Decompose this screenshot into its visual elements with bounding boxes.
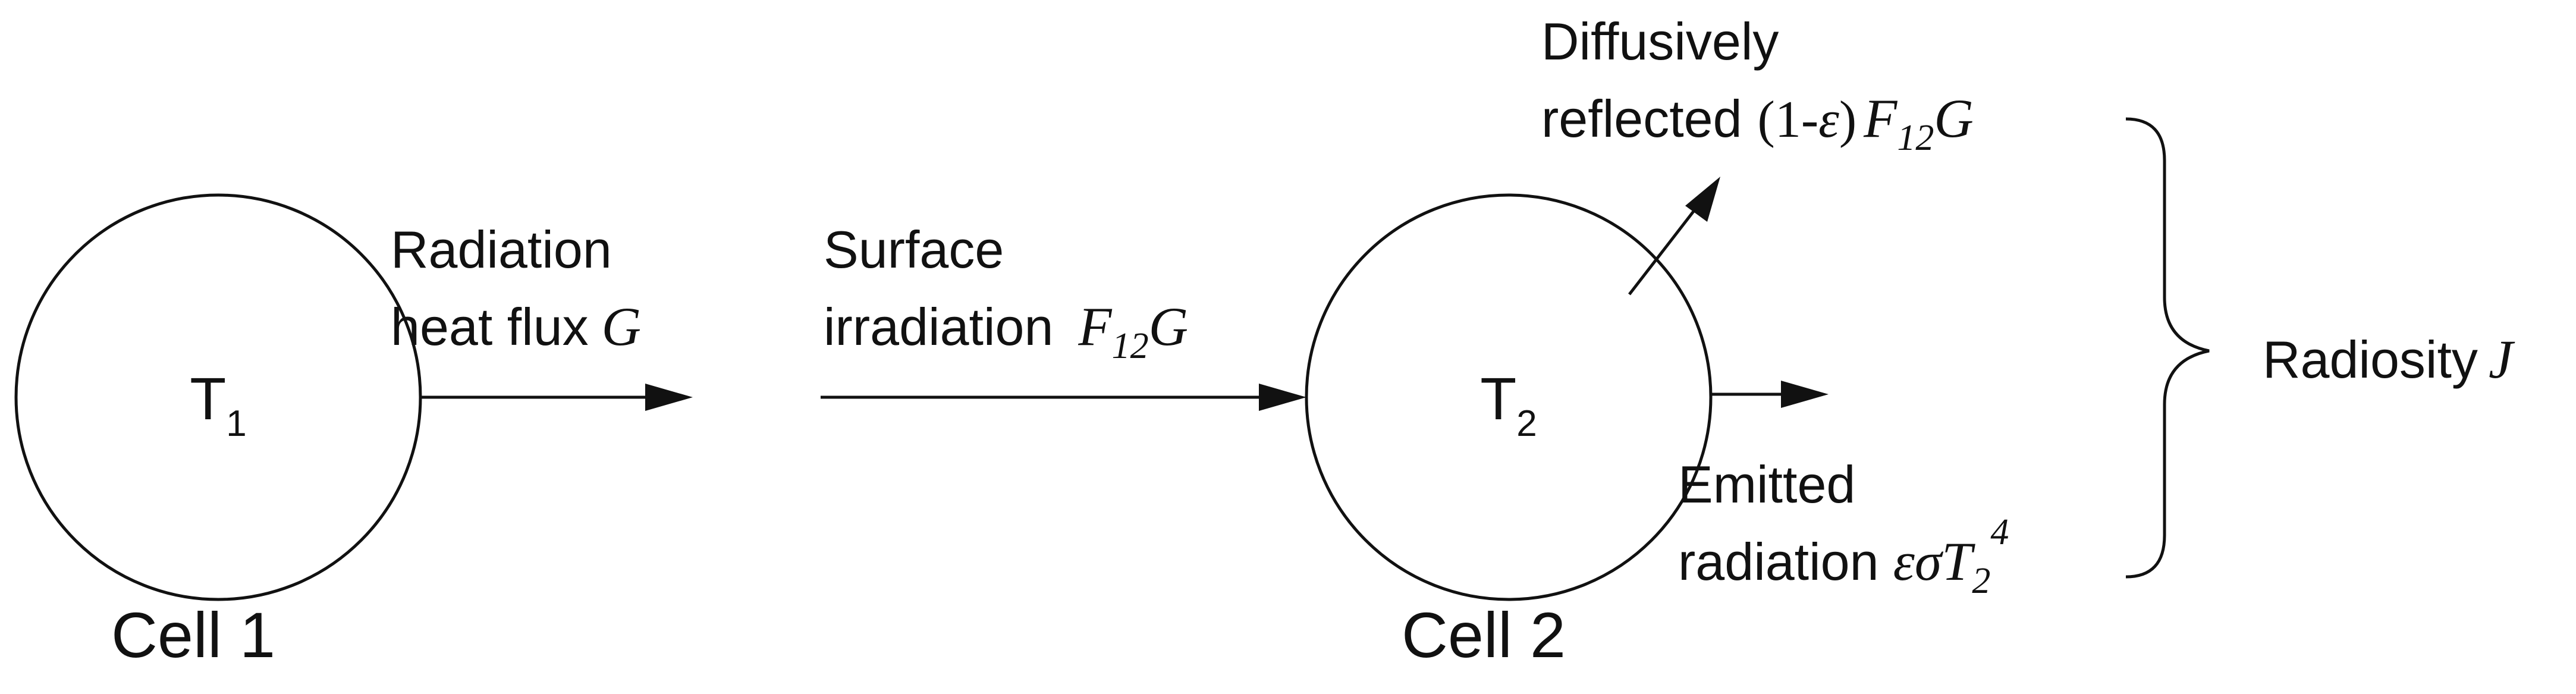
radiation-flux-arrowhead [645, 384, 693, 411]
reflected-arrowhead [1685, 177, 1720, 222]
emitted-label-line1: Emitted [1678, 455, 1855, 514]
emitted-arrowhead [1781, 381, 1829, 408]
surface-irradiation-arrowhead [1259, 384, 1306, 411]
grouping-brace [2125, 117, 2210, 579]
cell-1-temperature: T1 [190, 366, 247, 444]
radiosity-symbol: J [2489, 329, 2515, 390]
reflected-arrow-line [1628, 204, 1699, 296]
cell-1-label: Cell 1 [111, 599, 275, 671]
surface-irradiation-label-line1: Surface [824, 220, 1004, 279]
cell-2-label: Cell 2 [1402, 599, 1566, 671]
reflected-label-line1: Diffusively [1541, 12, 1779, 71]
radiation-flux-label-line1: Radiation [391, 220, 612, 279]
radiation-flux-symbol: G [602, 296, 641, 357]
cell-2-temperature: T2 [1480, 366, 1537, 444]
reflected-label-line2: reflected(1-ε)F12G [1541, 88, 1974, 158]
